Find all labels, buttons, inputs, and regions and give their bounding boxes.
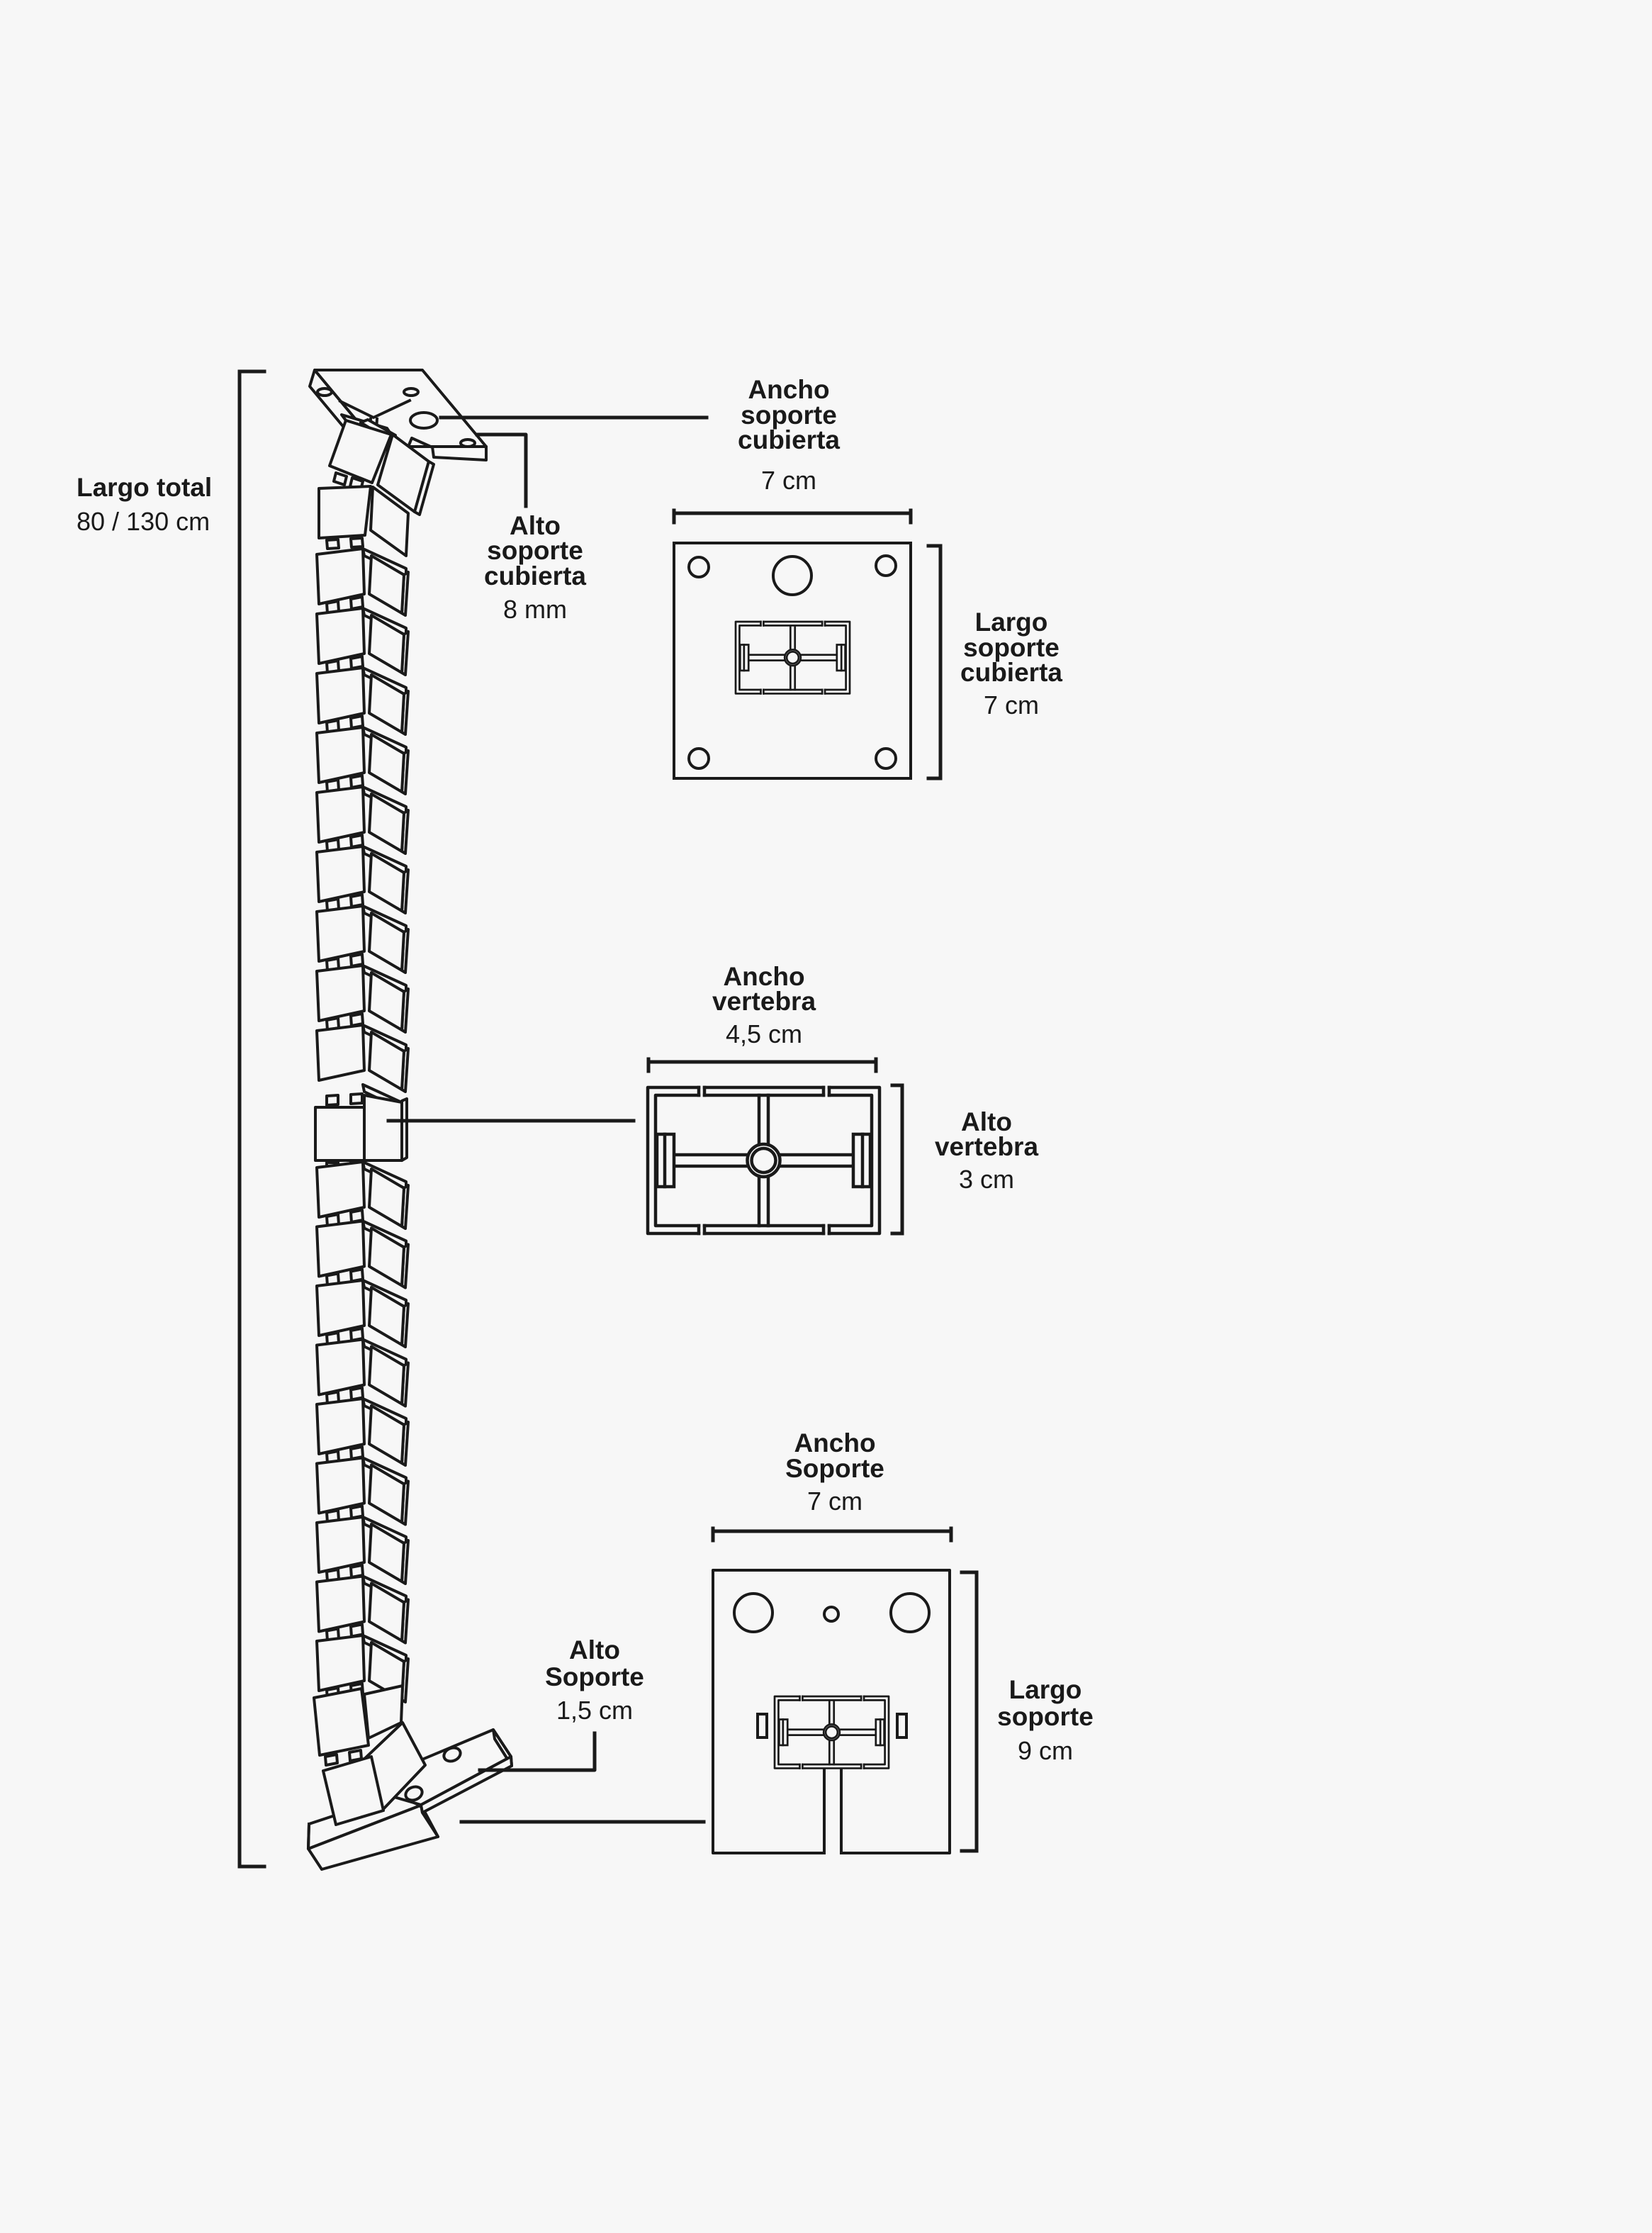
svg-text:Largo total: Largo total — [77, 473, 212, 502]
svg-text:80 / 130 cm: 80 / 130 cm — [77, 507, 210, 536]
svg-text:soporte: soporte — [963, 633, 1060, 662]
svg-text:9 cm: 9 cm — [1018, 1736, 1073, 1765]
svg-text:vertebra: vertebra — [935, 1132, 1038, 1161]
svg-text:Ancho: Ancho — [723, 962, 804, 991]
svg-text:vertebra: vertebra — [712, 987, 816, 1016]
svg-text:8 mm: 8 mm — [503, 595, 567, 624]
svg-text:3 cm: 3 cm — [959, 1165, 1014, 1194]
svg-text:Alto: Alto — [569, 1635, 620, 1664]
svg-text:Largo: Largo — [975, 608, 1048, 637]
svg-text:Largo: Largo — [1009, 1675, 1082, 1704]
svg-text:Alto: Alto — [510, 511, 561, 540]
svg-text:soporte: soporte — [741, 401, 837, 430]
svg-text:4,5 cm: 4,5 cm — [726, 1019, 802, 1048]
svg-text:cubierta: cubierta — [738, 425, 840, 454]
svg-text:Ancho: Ancho — [794, 1428, 875, 1457]
svg-text:7 cm: 7 cm — [807, 1487, 862, 1516]
svg-text:Soporte: Soporte — [785, 1454, 884, 1483]
svg-text:7 cm: 7 cm — [984, 690, 1039, 720]
svg-text:cubierta: cubierta — [484, 561, 586, 591]
svg-text:soporte: soporte — [997, 1702, 1094, 1731]
svg-text:7 cm: 7 cm — [761, 466, 816, 495]
svg-text:cubierta: cubierta — [960, 658, 1062, 687]
svg-text:soporte: soporte — [487, 536, 583, 565]
svg-text:Alto: Alto — [961, 1107, 1012, 1136]
svg-text:Ancho: Ancho — [748, 375, 829, 404]
svg-text:1,5 cm: 1,5 cm — [556, 1696, 633, 1725]
svg-text:Soporte: Soporte — [545, 1662, 644, 1691]
